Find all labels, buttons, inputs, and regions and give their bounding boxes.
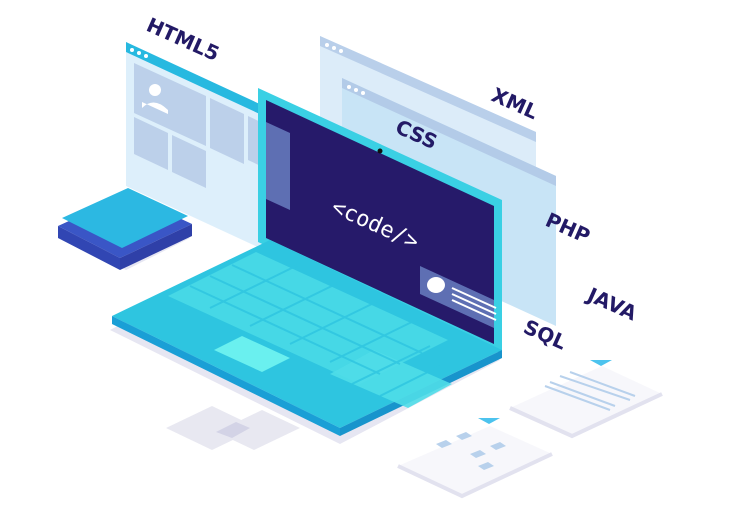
diagram-card — [397, 418, 553, 499]
floor-tiles — [166, 406, 300, 450]
sql-label: SQL — [520, 315, 570, 355]
device-box — [58, 188, 192, 270]
laptop-lid — [258, 88, 502, 354]
laptop-base — [112, 240, 502, 436]
java-label: JAVA — [582, 282, 641, 326]
document-card — [509, 360, 663, 439]
user-avatar-icon — [149, 84, 161, 96]
